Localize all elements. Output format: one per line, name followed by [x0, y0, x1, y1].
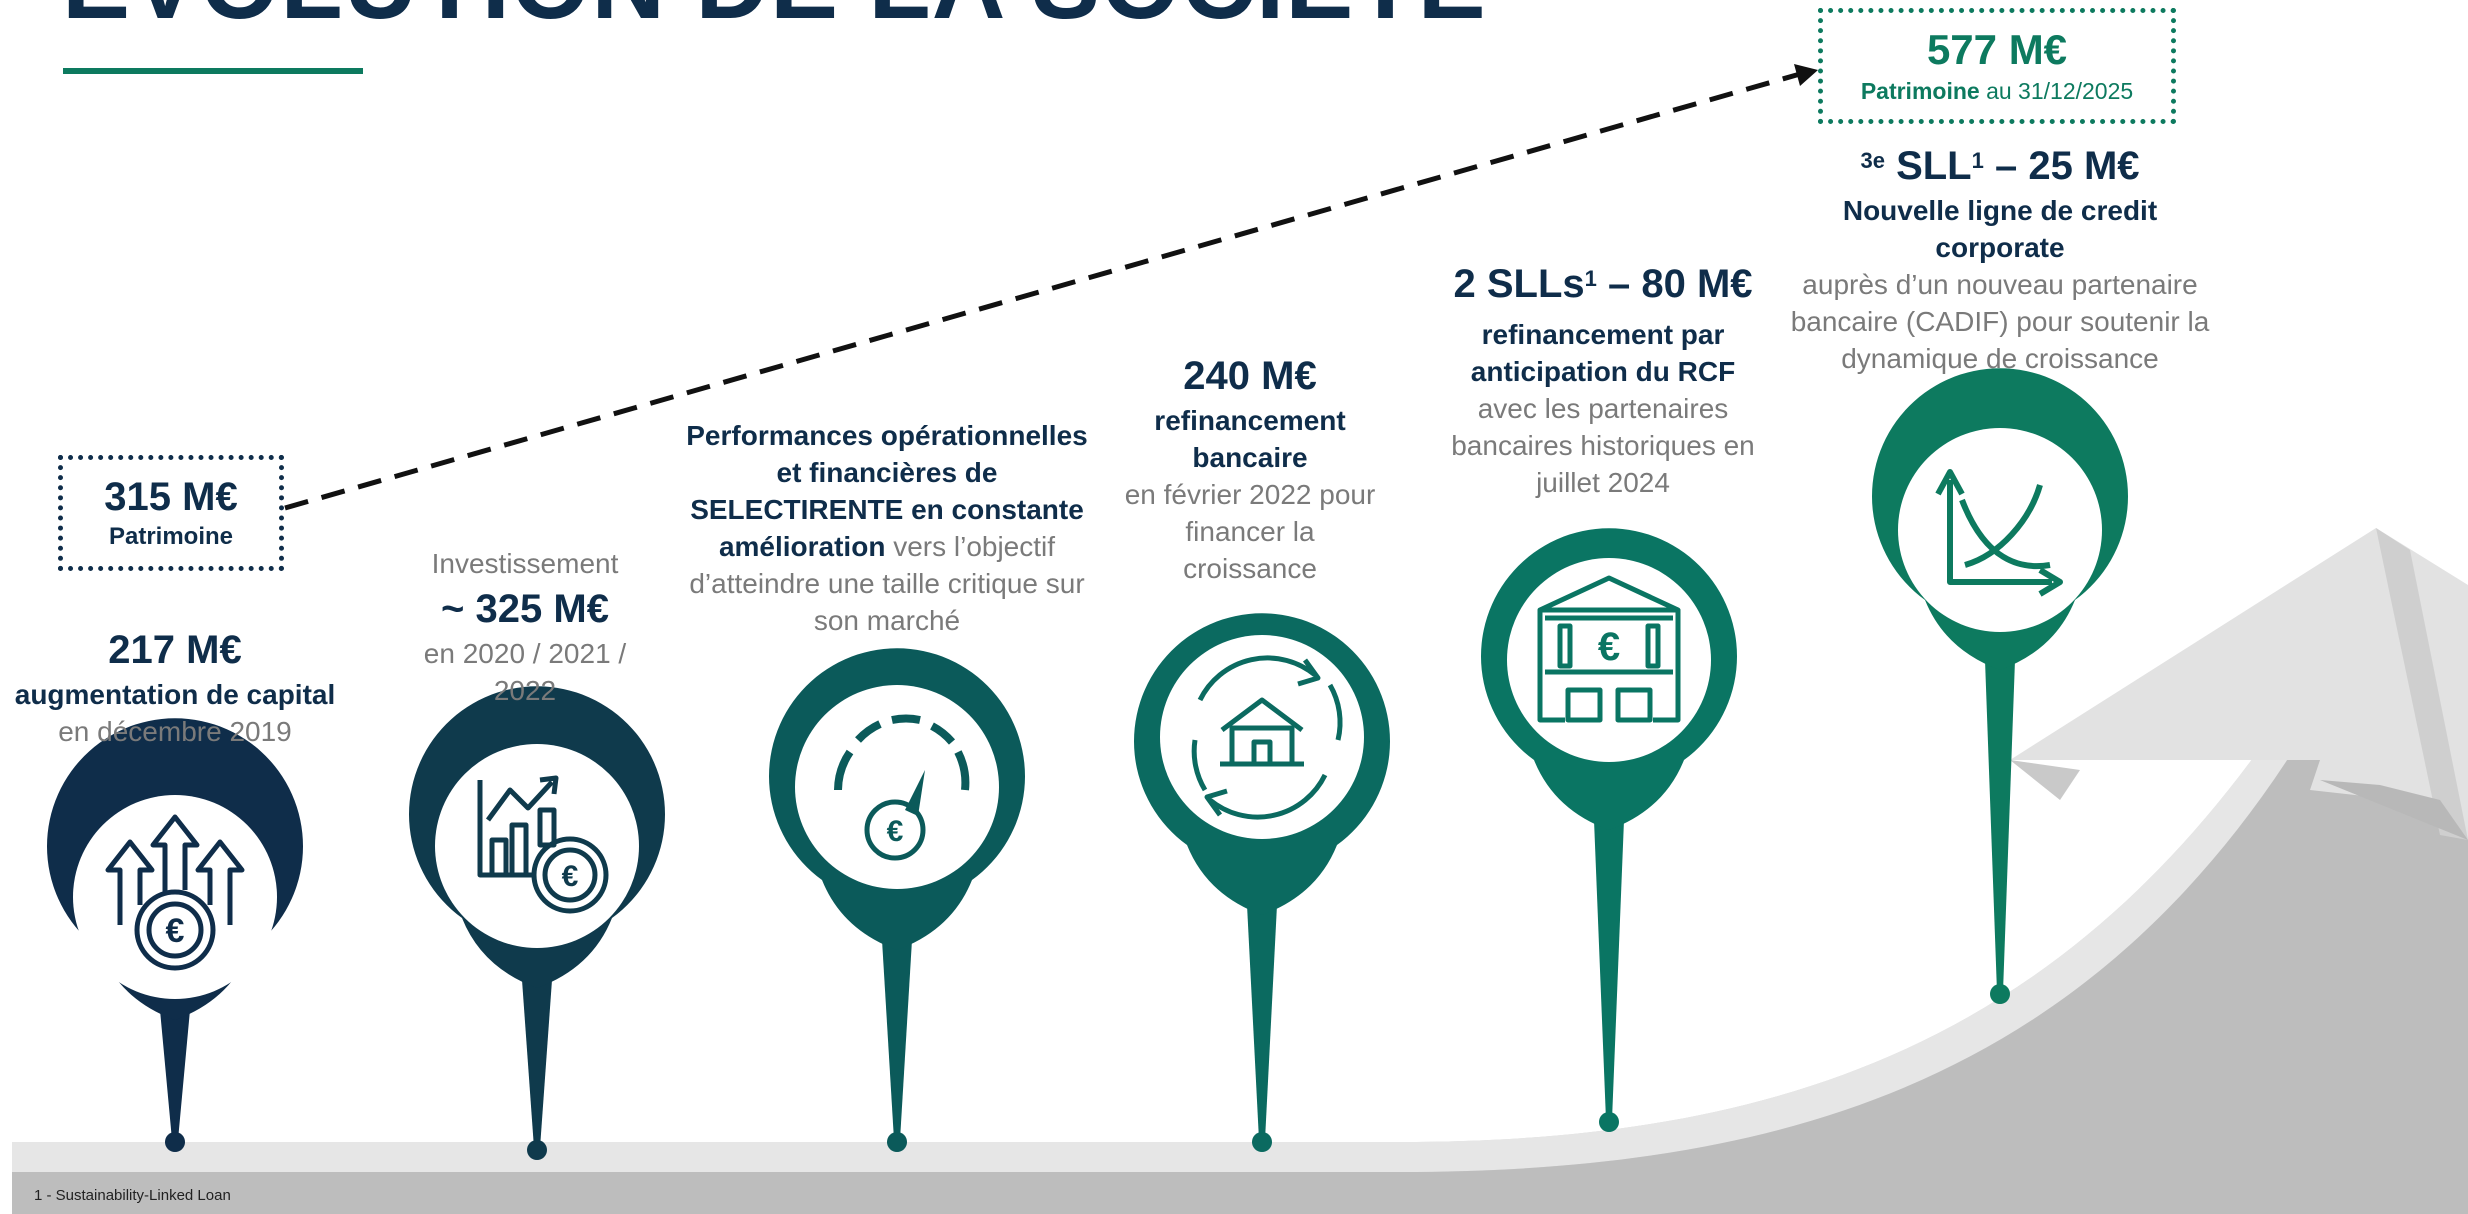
house-refinancing-cycle-icon [1191, 655, 1343, 820]
milestone-2-headline: ~ 325 M€ [441, 586, 609, 631]
milestone-4-detail: en février 2022 pour financer la croissa… [1124, 478, 1376, 584]
start-patrimoine-value: 315 M€ [104, 475, 238, 519]
milestone-capital-increase: 217 M€ augmentation de capital en décemb… [0, 624, 350, 751]
page-title: ÉVOLUTION DE LA SOCIÉTÉ [62, 0, 1487, 34]
milestone-5-headline-post: – 80 M€ [1596, 262, 1753, 306]
milestone-6-footnote-ref: 1 [1971, 147, 1984, 173]
milestone-1-bold: augmentation de capital [14, 678, 336, 710]
milestone-2-detail: en 2020 / 2021 / 2022 [423, 637, 627, 706]
milestone-performance: Performances opérationnelles et financiè… [672, 418, 1102, 640]
end-patrimoine-label-bold: Patrimoine [1860, 77, 1980, 104]
pin-stems [160, 660, 2015, 1160]
milestone-5-bold: refinancement par anticipation du RCF [1470, 318, 1736, 387]
svg-text:€: € [562, 860, 579, 893]
milestone-6-headline-post: – 25 M€ [1983, 144, 2140, 188]
milestone-4-headline: 240 M€ [1183, 354, 1317, 398]
milestone-6-bold: Nouvelle ligne de credit corporate [1842, 194, 2158, 263]
start-patrimoine-label: Patrimoine [108, 523, 234, 550]
svg-text:€: € [1598, 625, 1620, 669]
milestone-5-detail: avec les partenaires bancaires historiqu… [1451, 392, 1755, 498]
milestone-3-bold: Performances opérationnelles et financiè… [686, 420, 1088, 562]
milestone-6-detail: auprès d’un nouveau partenaire bancaire … [1790, 268, 2210, 374]
milestone-investment: Investissement ~ 325 M€ en 2020 / 2021 /… [395, 546, 655, 710]
milestone-slls-refinancing: 2 SLLs1 – 80 M€ refinancement par antici… [1430, 258, 1776, 502]
milestone-5-headline: 2 SLLs1 – 80 M€ [1430, 258, 1776, 311]
milestone-5-headline-pre: 2 SLLs [1453, 262, 1585, 306]
end-patrimoine-label-rest: au 31/12/2025 [1979, 77, 2134, 104]
performance-gauge-euro-icon: € [834, 714, 970, 861]
milestone-bank-refinancing: 240 M€ refinancement bancaire en février… [1124, 350, 1376, 588]
end-patrimoine-value: 577 M€ [1926, 26, 2068, 74]
milestone-6-headline-pre: SLL [1884, 144, 1972, 188]
bank-handshake-icon: € [1537, 575, 1681, 723]
title-underline [63, 68, 363, 74]
investment-chart-coin-icon: € [477, 775, 609, 914]
milestone-1-headline: 217 M€ [108, 628, 242, 672]
milestone-4-bold: refinancement bancaire [1154, 404, 1346, 473]
end-patrimoine-box: 577 M€ Patrimoine au 31/12/2025 [1818, 8, 2176, 124]
milestone-new-credit-line: 3e SLL1 – 25 M€ Nouvelle ligne de credit… [1780, 140, 2220, 378]
milestone-6-headline: 3e SLL1 – 25 M€ [1780, 140, 2220, 193]
milestone-6-ordinal: 3e [1860, 147, 1885, 173]
milestone-5-footnote-ref: 1 [1584, 265, 1597, 291]
milestone-3-detail: vers l’objectif d’atteindre une taille c… [689, 530, 1085, 636]
svg-text:€: € [166, 912, 185, 950]
credit-curve-chart-icon [1935, 469, 2063, 597]
milestone-2-pre: Investissement [431, 548, 619, 579]
end-patrimoine-label: Patrimoine au 31/12/2025 [1823, 78, 2171, 105]
milestone-1-detail: en décembre 2019 [58, 715, 292, 747]
start-patrimoine-box: 315 M€ Patrimoine [58, 455, 284, 571]
svg-text:€: € [887, 815, 904, 848]
growth-arrows-euro-icon: € [105, 814, 245, 971]
footnote: 1 - Sustainability-Linked Loan [34, 1187, 231, 1204]
